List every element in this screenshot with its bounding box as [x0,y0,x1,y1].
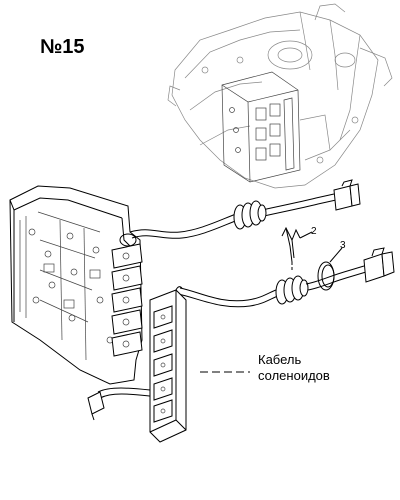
solenoid-bank [111,233,143,357]
connector-upper [333,179,361,211]
transmission-housing [167,3,393,189]
o-ring [317,261,335,291]
solenoid-harness [87,286,187,443]
lower-cable: 3 [177,240,395,308]
figure-number: №15 [40,36,85,58]
connector-lower [363,247,395,283]
solenoid-cable-label: Кабель соленоидов [258,352,330,384]
grommet-upper [233,200,267,230]
grommet-lower [275,275,309,305]
ref-number-2: 2 [311,226,317,237]
solenoid-cable-label-line1: Кабель [258,352,302,367]
upper-cable [129,179,361,239]
valve-body [9,185,143,385]
retaining-clip: 2 [281,226,317,272]
ref-number-3: 3 [340,240,346,251]
solenoid-cable-label-line2: соленоидов [258,368,330,383]
